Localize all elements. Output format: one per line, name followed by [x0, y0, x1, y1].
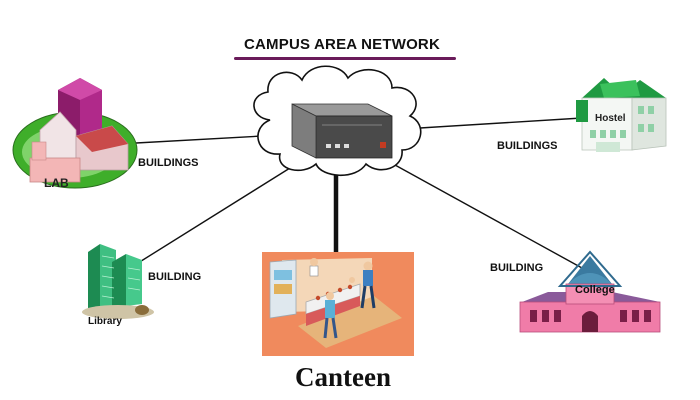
- lab-building-icon: [12, 78, 138, 189]
- link-college: [394, 164, 583, 269]
- link-library: [129, 167, 291, 269]
- title-underline: [234, 57, 456, 60]
- lab-connection-label: BUILDINGS: [138, 157, 199, 169]
- library-connection-label: BUILDING: [148, 271, 202, 283]
- canteen-caption: Canteen: [295, 362, 391, 392]
- server-icon: [291, 103, 393, 159]
- college-building-icon: [519, 250, 661, 333]
- lab-name: LAB: [44, 176, 69, 190]
- college-name: College: [575, 284, 615, 296]
- library-building-icon: [82, 244, 154, 319]
- canteen-scene-icon: [262, 252, 414, 356]
- hostel-building-icon: [576, 78, 667, 152]
- library-name: Library: [88, 316, 122, 327]
- hostel-name: Hostel: [595, 113, 626, 124]
- link-hostel: [419, 117, 583, 129]
- hostel-connection-label: BUILDINGS: [497, 140, 558, 152]
- diagram-title: CAMPUS AREA NETWORK: [243, 36, 441, 53]
- college-connection-label: BUILDING: [490, 262, 544, 274]
